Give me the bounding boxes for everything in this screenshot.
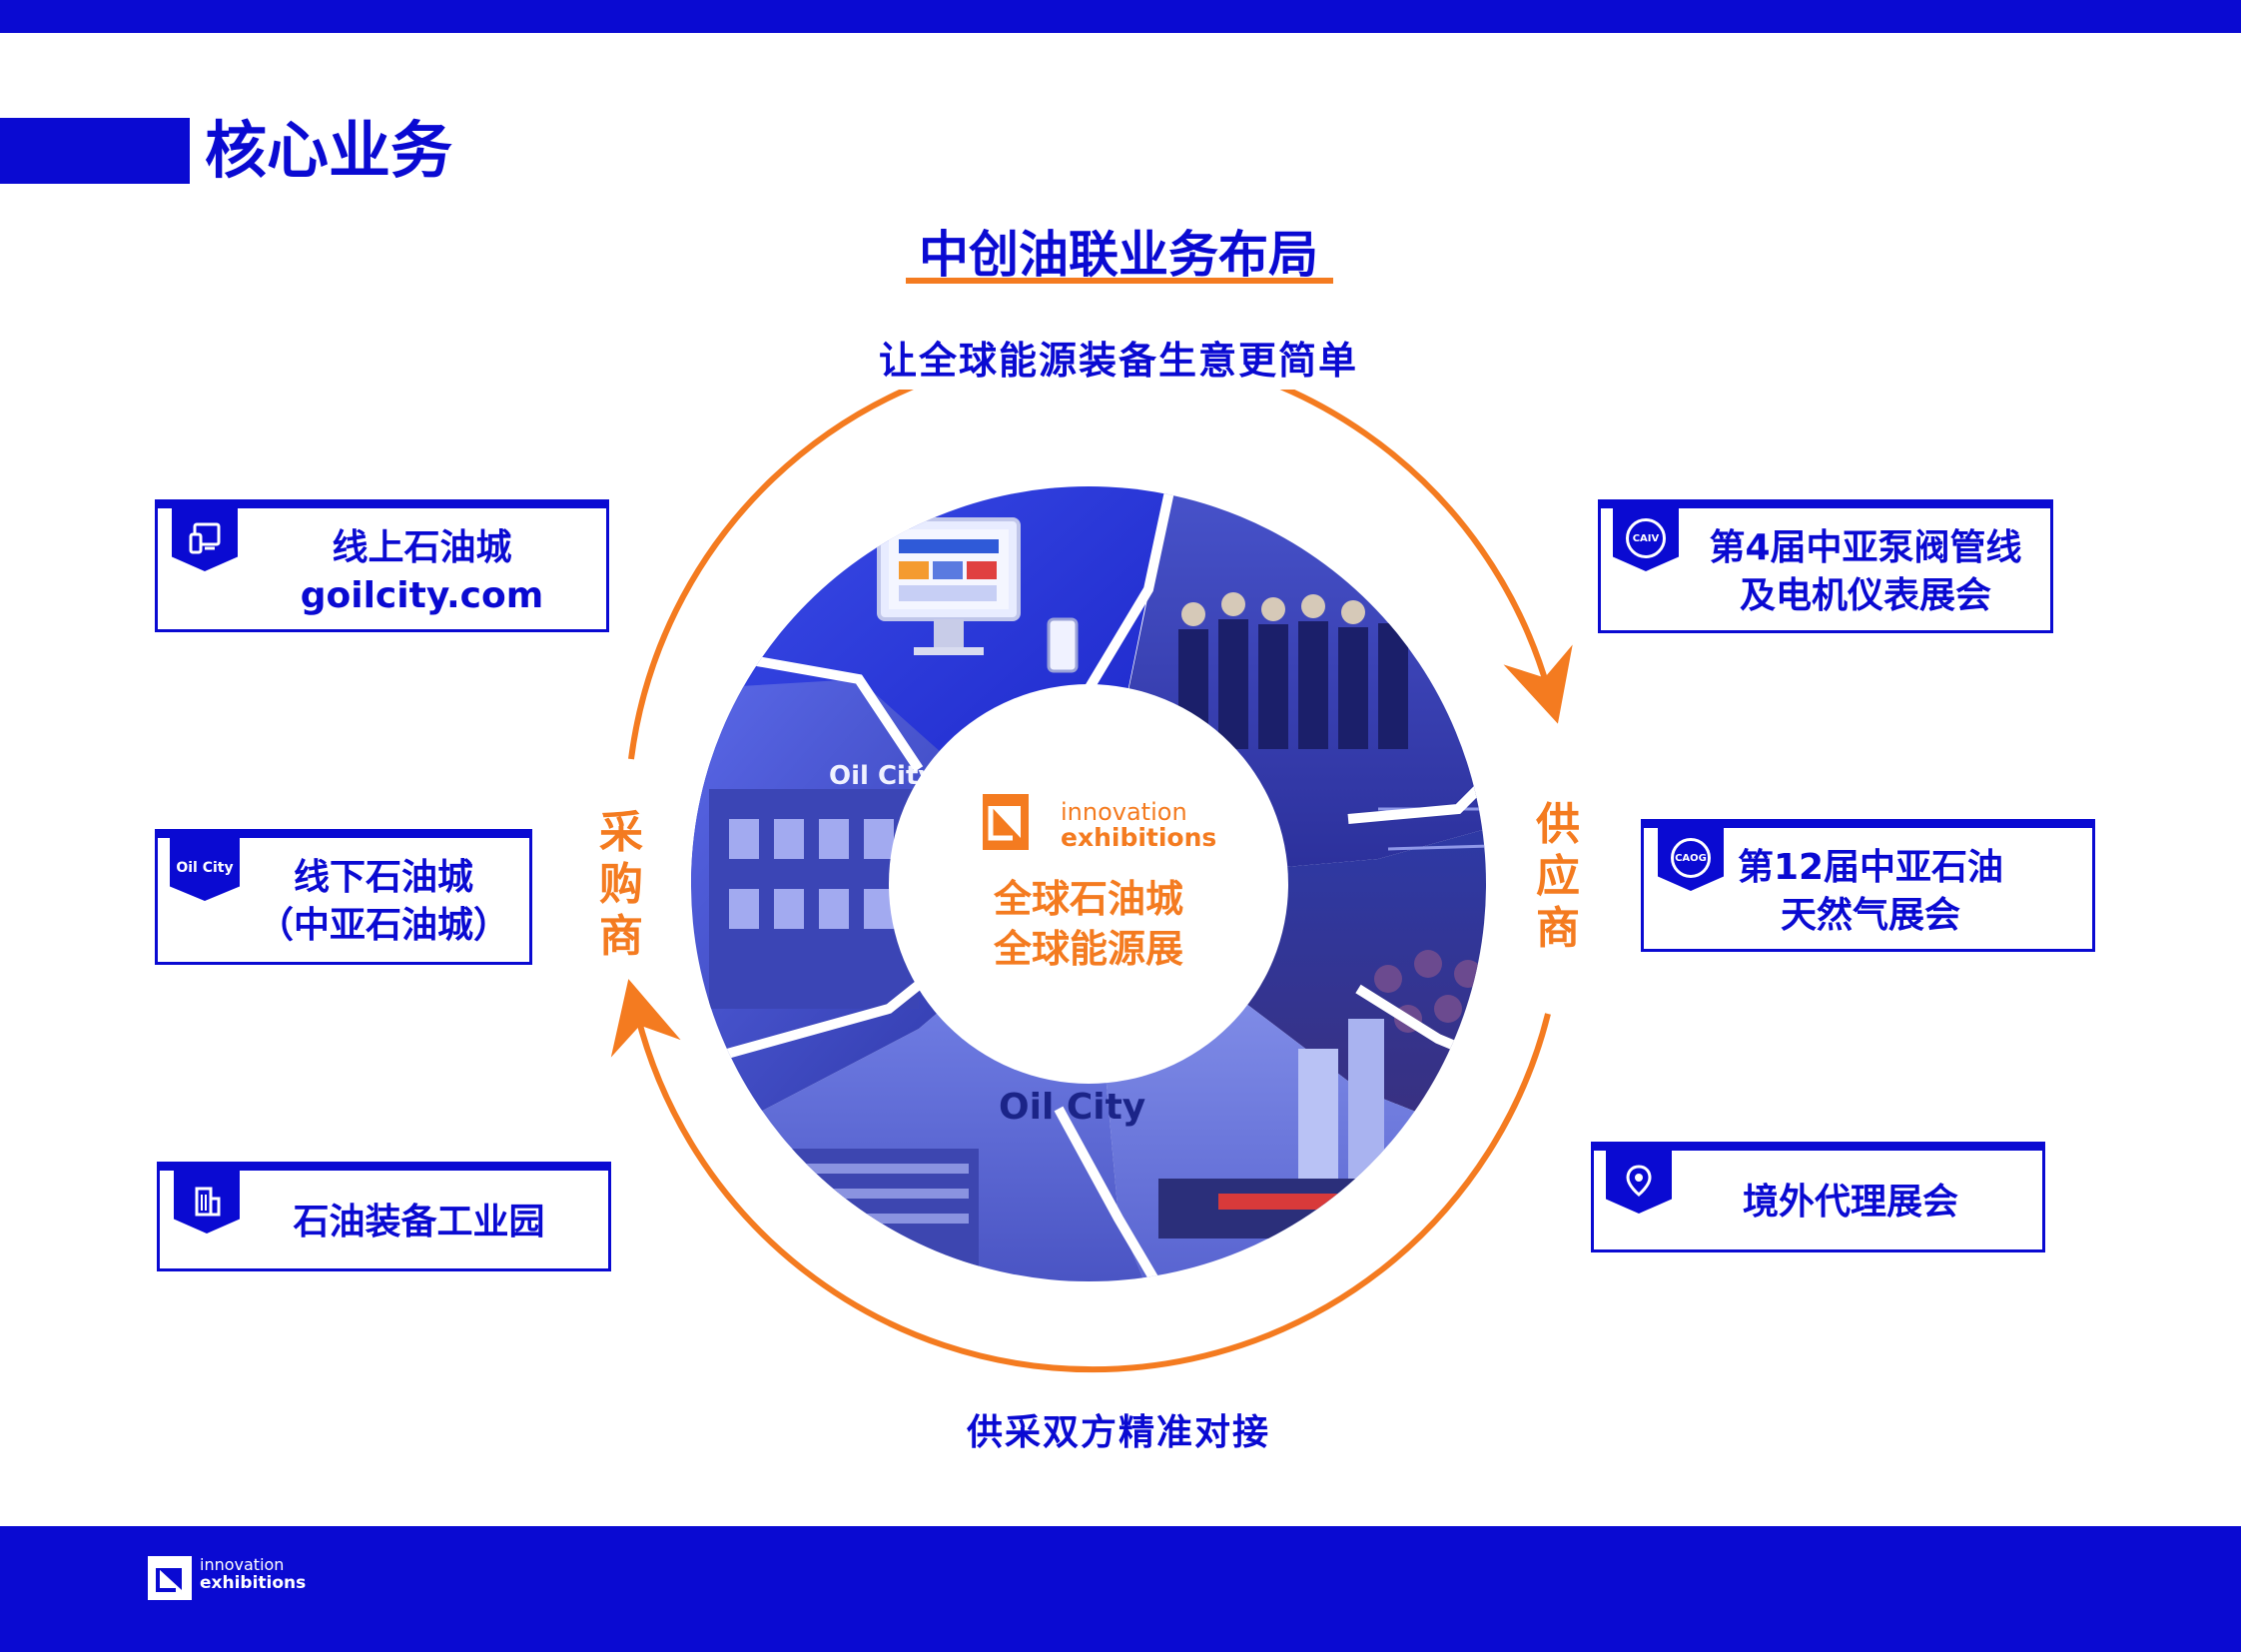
caog-seal-text: CAOG	[1675, 852, 1707, 864]
supplier-label-char: 供	[1536, 799, 1580, 850]
footer-brand-line1: innovation	[200, 1555, 285, 1574]
oil-city-logo: Oil City	[170, 835, 240, 901]
box-offline-line1: 线下石油城	[293, 857, 473, 898]
buyer-label: 采 购 商	[591, 807, 651, 963]
center-text-line2: 全球能源展	[993, 927, 1183, 971]
center-brand-logo	[983, 794, 1029, 850]
devices-icon	[172, 505, 238, 571]
box-overseas-agency: 境外代理展会	[1591, 1142, 2045, 1252]
title-accent-block	[0, 118, 190, 184]
buyer-label-char: 购	[599, 859, 643, 910]
box-offline-oil-city: Oil City 线下石油城 （中亚石油城）	[155, 829, 532, 965]
cycle-arrow-bottom	[610, 979, 1551, 1373]
diagram-title-underline	[906, 278, 1333, 284]
supplier-label-char: 应	[1536, 851, 1580, 902]
box-overseas-line1: 境外代理展会	[1742, 1182, 1958, 1223]
footer-brand-text: innovation exhibitions	[200, 1555, 307, 1593]
footer-bar	[0, 1526, 2241, 1652]
box-caiv-line2: 及电机仪表展会	[1739, 575, 1991, 616]
center-text: 全球石油城 全球能源展	[949, 874, 1228, 974]
building-icon	[174, 1168, 240, 1234]
center-text-line1: 全球石油城	[993, 877, 1183, 921]
box-caiv-expo: CAIV 第4届中亚泵阀管线 及电机仪表展会	[1598, 499, 2053, 633]
buyer-label-char: 商	[599, 911, 643, 962]
photo-sign-text-2: Ашылу са	[1278, 498, 1451, 538]
caiv-seal-text: CAIV	[1632, 532, 1660, 544]
oil-city-logo-text: Oil City	[176, 860, 234, 876]
supplier-label-char: 商	[1536, 903, 1580, 954]
box-industrial-line1: 石油装备工业园	[293, 1202, 545, 1242]
supplier-label: 供 应 商	[1528, 799, 1588, 955]
box-industrial-park: 石油装备工业园	[157, 1162, 611, 1271]
footer-brand-line2: exhibitions	[200, 1573, 307, 1593]
box-caiv-line1: 第4届中亚泵阀管线	[1709, 527, 2022, 568]
photo-sign-text-1: ші Орталығы	[1258, 448, 1452, 481]
box-online-line1: 线上石油城	[332, 527, 512, 568]
center-disc	[889, 684, 1288, 1084]
box-caog-line1: 第12届中亚石油	[1737, 847, 2004, 888]
location-icon	[1606, 1148, 1672, 1214]
bottom-tagline: 供采双方精准对接	[966, 1412, 1270, 1453]
box-online-line2: goilcity.com	[300, 575, 544, 616]
caiv-seal: CAIV	[1613, 505, 1679, 571]
diagram-title: 中创油联业务布局	[919, 226, 1318, 284]
top-bar	[0, 0, 2241, 33]
box-online-oil-city: 线上石油城 goilcity.com	[155, 499, 609, 632]
caog-seal: CAOG	[1658, 825, 1724, 891]
center-brand-line2: exhibitions	[1061, 823, 1217, 852]
box-offline-line2: （中亚石油城）	[257, 905, 509, 946]
cycle-arrow-top	[628, 390, 1573, 760]
box-caog-expo: CAOG 第12届中亚石油 天然气展会	[1641, 819, 2095, 952]
buyer-label-char: 采	[599, 807, 643, 858]
business-cycle-diagram: ші Орталығы Ашылу са Oil City	[610, 390, 1573, 1373]
footer-brand-logo	[148, 1556, 192, 1600]
center-brand-line1: innovation	[1061, 798, 1187, 826]
slogan: 让全球能源装备生意更简单	[878, 339, 1358, 383]
center-brand-text: innovation exhibitions	[1061, 799, 1216, 851]
photo-sign-oil-city-2: Oil City	[999, 1087, 1145, 1128]
page-title: 核心业务	[205, 114, 453, 187]
box-caog-line2: 天然气展会	[1780, 895, 1960, 936]
